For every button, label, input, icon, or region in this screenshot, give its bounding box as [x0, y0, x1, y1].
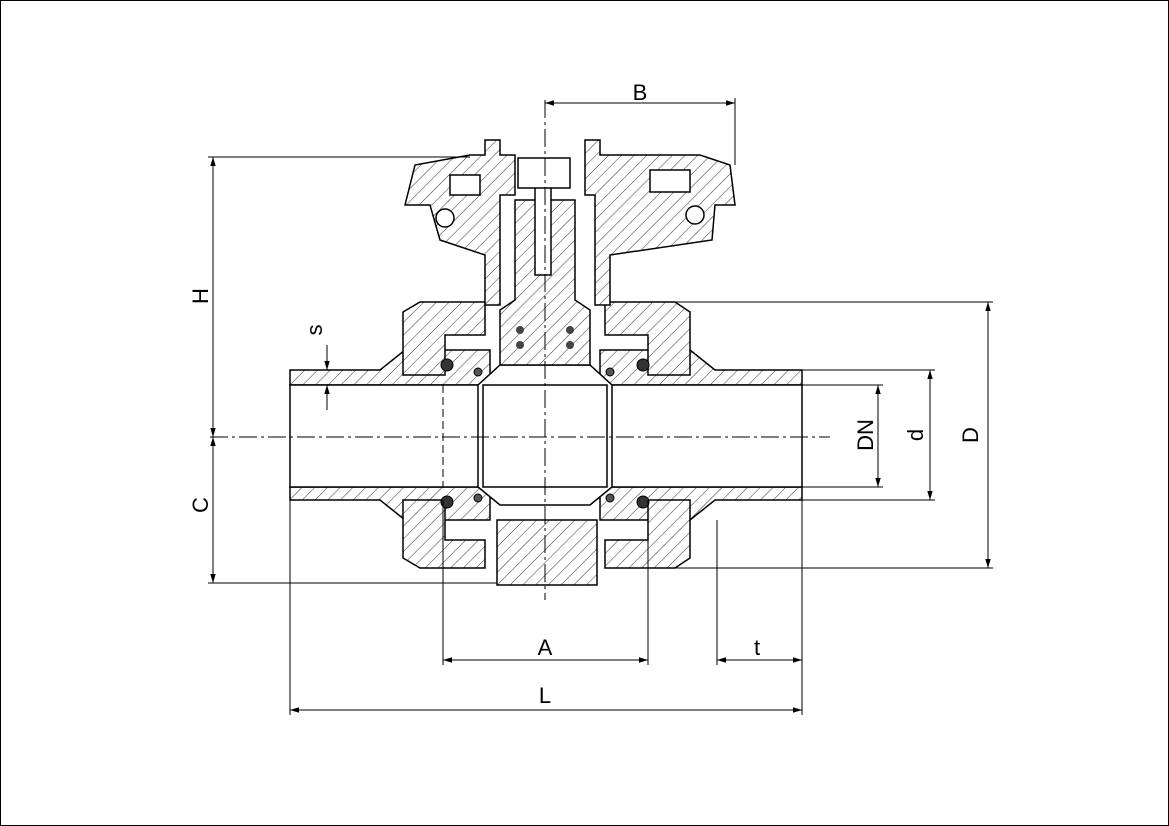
right-union-nut	[604, 301, 691, 376]
dim-label-C: C	[188, 497, 213, 513]
left-union-nut	[402, 301, 486, 376]
dim-label-H: H	[188, 288, 213, 304]
dimension-lines	[208, 98, 993, 715]
dim-label-L: L	[539, 683, 551, 708]
dim-label-d: d	[903, 429, 928, 441]
dim-label-B: B	[633, 80, 648, 105]
dim-label-D: D	[958, 427, 983, 443]
dim-label-t: t	[754, 635, 760, 660]
dim-label-s: s	[302, 325, 327, 336]
valve-body	[289, 301, 803, 586]
bottom-boss	[496, 519, 598, 586]
dim-label-DN: DN	[853, 419, 878, 451]
dim-label-A: A	[538, 635, 553, 660]
handle	[404, 139, 736, 306]
right-union-nut-lower	[604, 499, 691, 569]
